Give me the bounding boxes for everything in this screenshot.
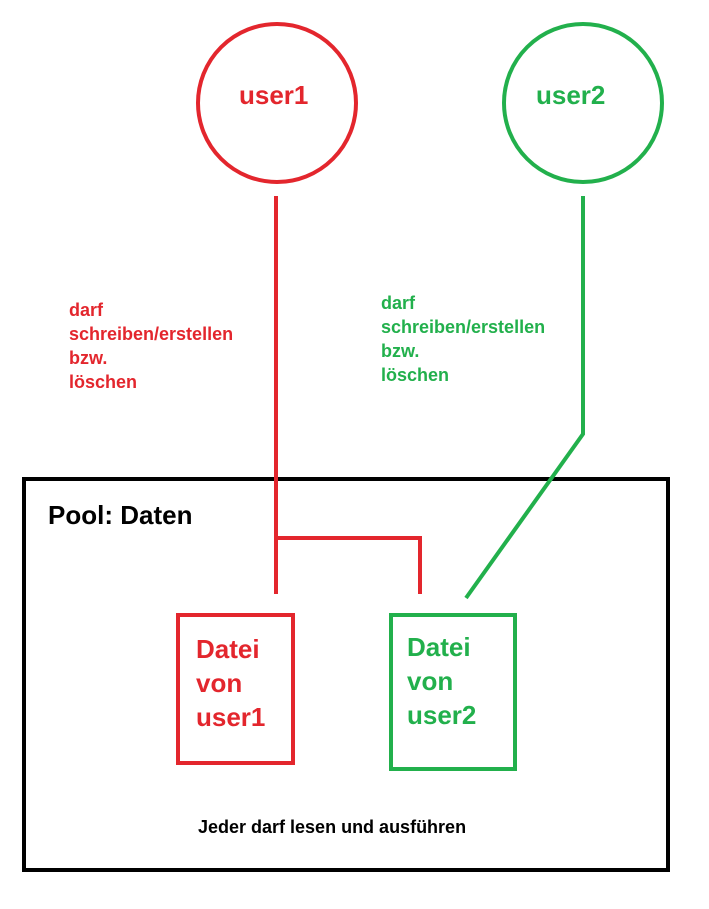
- perm-line: löschen: [69, 372, 138, 392]
- file-line: Datei: [196, 634, 260, 664]
- perm-line: schreiben/erstellen: [69, 324, 234, 344]
- perm-line: schreiben/erstellen: [381, 317, 546, 337]
- perm-line: bzw.: [381, 341, 420, 361]
- user1-branch-connector: [276, 536, 422, 594]
- file-line: von: [196, 668, 243, 698]
- user1-permission-text: darf schreiben/erstellen bzw. löschen: [69, 298, 233, 394]
- file-line: Datei: [407, 632, 471, 662]
- user1-node: [196, 22, 358, 184]
- file-user1-label: Datei von user1: [196, 632, 265, 734]
- pool-title: Pool: Daten: [48, 500, 193, 530]
- perm-line: löschen: [381, 365, 450, 385]
- user2-permission-text: darf schreiben/erstellen bzw. löschen: [381, 291, 545, 387]
- perm-line: darf: [381, 293, 416, 313]
- file-user2-box: [389, 613, 517, 771]
- user2-connector: [464, 196, 585, 600]
- user2-label: user2: [536, 80, 606, 110]
- perm-line: bzw.: [69, 348, 108, 368]
- pool-footer-text: Jeder darf lesen und ausführen: [198, 817, 467, 837]
- pool-box: [22, 477, 670, 872]
- file-line: user2: [407, 700, 477, 730]
- file-user2-label: Datei von user2: [407, 630, 476, 732]
- user2-node: [502, 22, 664, 184]
- perm-line: darf: [69, 300, 104, 320]
- file-line: user1: [196, 702, 266, 732]
- user1-label: user1: [239, 80, 309, 110]
- file-line: von: [407, 666, 454, 696]
- file-user1-box: [176, 613, 295, 765]
